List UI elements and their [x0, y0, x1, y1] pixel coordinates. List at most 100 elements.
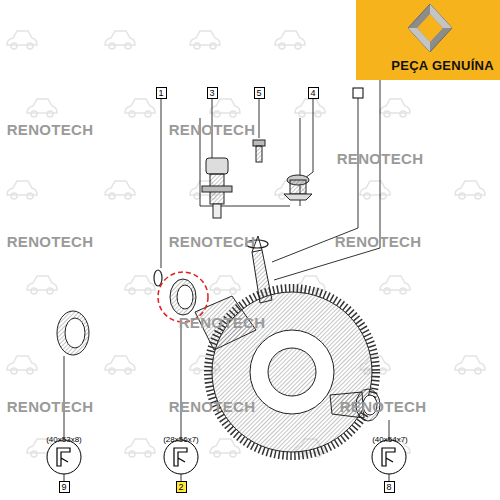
- car-watermark: [125, 99, 155, 117]
- car-wheel: [475, 193, 481, 199]
- car-wheel: [194, 368, 200, 374]
- callout-box: 3: [207, 87, 218, 99]
- shaft-body: [252, 250, 272, 303]
- callout-box: 8: [384, 481, 395, 493]
- car-outline: [210, 439, 240, 453]
- car-wheel: [109, 193, 115, 199]
- bolt-shank: [256, 146, 262, 162]
- car-wheel: [31, 111, 37, 117]
- callout-number: 2: [178, 483, 183, 492]
- car-watermark: [210, 276, 240, 294]
- car-wheel: [214, 111, 220, 117]
- car-outline: [190, 31, 220, 45]
- dimension-label: (28x56x7): [163, 436, 199, 444]
- watermark: RENOTECH: [179, 315, 266, 330]
- car-outline: [7, 356, 37, 370]
- car-wheel: [400, 288, 406, 294]
- callout-box: 5: [254, 87, 265, 99]
- car-wheel: [475, 368, 481, 374]
- car-wheel: [129, 451, 135, 457]
- car-wheel: [230, 451, 236, 457]
- seal-ring: [170, 279, 196, 315]
- car-outline: [455, 356, 485, 370]
- leader-lines: [64, 78, 389, 482]
- seal-section: [57, 448, 70, 466]
- car-watermark: [125, 276, 155, 294]
- seal-ring: [57, 311, 89, 355]
- car-outline: [7, 181, 37, 195]
- speed-sensor: [202, 158, 232, 218]
- callout-box: 2: [176, 481, 187, 493]
- bolt-head: [253, 140, 265, 146]
- car-outline: [105, 356, 135, 370]
- car-outline: [275, 181, 305, 195]
- gear-teeth: [208, 288, 376, 456]
- car-watermark: [7, 356, 37, 374]
- watermark: RENOTECH: [169, 234, 256, 249]
- car-outline: [275, 31, 305, 45]
- callout-number: 3: [209, 89, 214, 98]
- seal-9: [57, 311, 89, 355]
- car-wheel: [109, 368, 115, 374]
- watermark: RENOTECH: [7, 234, 94, 249]
- car-watermark: [105, 181, 135, 199]
- logo-diamond: [408, 4, 452, 52]
- watermark: RENOTECH: [169, 122, 256, 137]
- car-wheel: [380, 368, 386, 374]
- car-watermark: [295, 276, 325, 294]
- car-wheel: [27, 368, 33, 374]
- car-wheel: [400, 111, 406, 117]
- watermark: RENOTECH: [335, 234, 422, 249]
- car-wheel: [295, 43, 301, 49]
- car-wheel: [380, 193, 386, 199]
- car-wheel: [11, 368, 17, 374]
- leader-line: [161, 99, 162, 268]
- watermark: RENOTECH: [7, 399, 94, 414]
- car-outline: [380, 99, 410, 113]
- car-wheel: [27, 193, 33, 199]
- car-wheel: [459, 193, 465, 199]
- car-wheel: [194, 193, 200, 199]
- seal-section: [382, 448, 395, 466]
- watermark: RENOTECH: [337, 151, 424, 166]
- callout-box: 9: [59, 481, 70, 493]
- car-wheel: [230, 288, 236, 294]
- car-watermark: [190, 31, 220, 49]
- callout-number: 1: [158, 89, 163, 98]
- car-watermark: [295, 99, 325, 117]
- car-wheel: [230, 111, 236, 117]
- callout-number: 8: [386, 483, 391, 492]
- car-outline: [210, 276, 240, 290]
- car-wheel: [11, 193, 17, 199]
- seal-section-icon: [164, 440, 198, 474]
- car-watermark: [27, 276, 57, 294]
- car-wheel: [129, 288, 135, 294]
- seal-bore: [65, 318, 85, 348]
- car-watermark: [125, 439, 155, 457]
- car-wheel: [125, 368, 131, 374]
- car-outline: [380, 276, 410, 290]
- car-watermark: [455, 181, 485, 199]
- watermark: RENOTECH: [169, 399, 256, 414]
- car-watermark: [275, 31, 305, 49]
- car-wheel: [384, 288, 390, 294]
- car-wheel: [279, 43, 285, 49]
- car-watermark: [455, 356, 485, 374]
- differential-gear: [195, 288, 376, 456]
- plug-flange: [284, 194, 312, 200]
- callout-box: 4: [308, 87, 319, 99]
- icon-circle: [47, 440, 81, 474]
- car-wheel: [210, 43, 216, 49]
- car-wheel: [27, 43, 33, 49]
- car-wheel: [145, 288, 151, 294]
- car-wheel: [31, 451, 37, 457]
- brand-panel: PEÇA GENUÍNA: [356, 0, 500, 80]
- car-outline: [360, 181, 390, 195]
- car-wheel: [125, 43, 131, 49]
- car-wheel: [109, 43, 115, 49]
- car-outline: [210, 99, 240, 113]
- leader-line: [305, 99, 313, 178]
- car-watermark: [27, 99, 57, 117]
- car-wheel: [31, 288, 37, 294]
- car-wheel: [47, 111, 53, 117]
